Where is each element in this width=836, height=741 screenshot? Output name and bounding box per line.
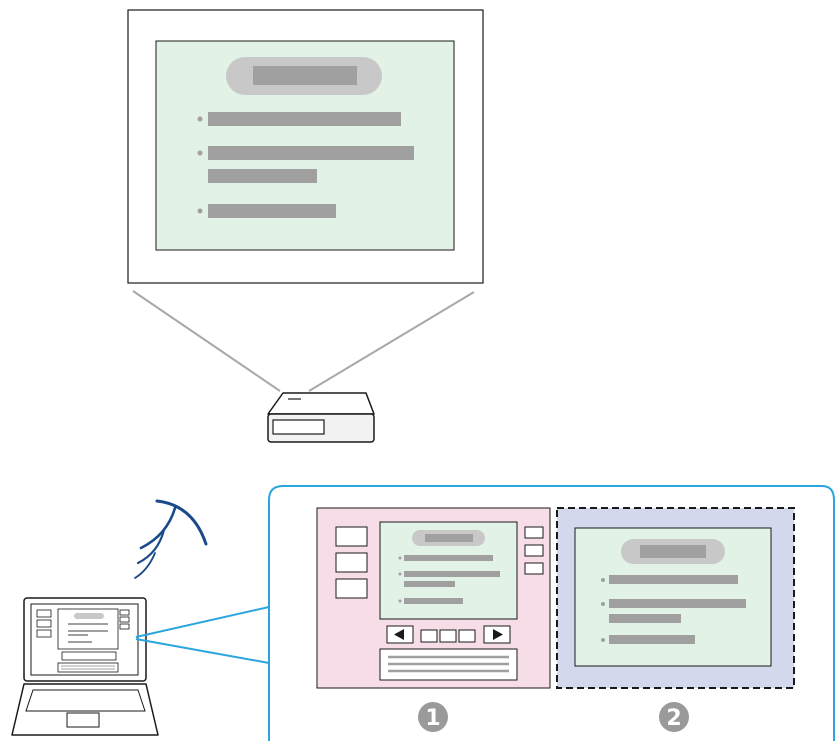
output-bullet-dot bbox=[601, 602, 605, 606]
wifi-wave-4 bbox=[155, 499, 208, 546]
upcoming-thumbnail bbox=[524, 526, 544, 539]
preview-bullet-dot bbox=[398, 556, 402, 560]
nav-page-box bbox=[420, 629, 438, 643]
laptop-mini-line bbox=[68, 634, 88, 636]
preview-bullet-bar bbox=[404, 571, 500, 577]
laptop-mini-title bbox=[74, 613, 104, 619]
projector-lens-window bbox=[272, 419, 325, 435]
nav-page-box bbox=[439, 629, 457, 643]
wifi-wave-3 bbox=[139, 506, 177, 550]
presenter-view-panel bbox=[316, 507, 551, 689]
thumbnail-slide bbox=[335, 526, 368, 547]
wifi-wave-1 bbox=[134, 552, 156, 579]
projection-beam-right bbox=[308, 291, 475, 392]
nav-page-box bbox=[458, 629, 476, 643]
triangle-right-icon bbox=[493, 629, 503, 640]
output-title-bar bbox=[640, 545, 706, 558]
projector-top bbox=[267, 392, 375, 415]
panel-1-badge: 1 bbox=[418, 702, 448, 732]
laptop-mini-line bbox=[68, 630, 108, 632]
preview-bullet-dot bbox=[398, 599, 402, 603]
panel-2-badge: 2 bbox=[659, 702, 689, 732]
upcoming-thumbnail bbox=[524, 544, 544, 557]
triangle-left-icon bbox=[394, 629, 404, 640]
laptop-mini-thumb bbox=[36, 629, 52, 638]
slide-bullet-dot bbox=[197, 208, 203, 214]
callout-line-top bbox=[135, 606, 270, 638]
slide-bullet-bar bbox=[208, 204, 336, 218]
laptop-mini-thumb bbox=[119, 616, 130, 623]
laptop-mini-thumb bbox=[36, 609, 52, 618]
projector-icon bbox=[267, 392, 375, 443]
projected-output-panel bbox=[556, 507, 795, 689]
panel-2-number: 2 bbox=[666, 706, 681, 731]
output-bullet-bar bbox=[609, 635, 695, 644]
slide-bullet-dot bbox=[197, 150, 203, 156]
output-bullet-dot bbox=[601, 578, 605, 582]
laptop-mini-line bbox=[68, 623, 108, 625]
projection-beam-left bbox=[132, 290, 281, 392]
laptop-touchpad bbox=[66, 712, 100, 728]
laptop-icon bbox=[11, 597, 159, 736]
output-bullet-dot bbox=[601, 638, 605, 642]
output-bullet-bar-continued bbox=[609, 614, 681, 623]
laptop-mini-thumb bbox=[119, 623, 130, 630]
slide-title-bar bbox=[253, 66, 357, 85]
output-bullet-bar bbox=[609, 599, 746, 608]
upcoming-thumbnail bbox=[524, 562, 544, 575]
thumbnail-slide bbox=[335, 552, 368, 573]
output-bullet-bar bbox=[609, 575, 738, 584]
thumbnail-slide bbox=[335, 578, 368, 599]
laptop-keyboard-area bbox=[25, 689, 146, 712]
laptop-mini-line bbox=[68, 641, 92, 643]
laptop-mini-thumb bbox=[36, 619, 52, 628]
projection-screen bbox=[127, 9, 484, 284]
slide-bullet-dot bbox=[197, 116, 203, 122]
preview-bullet-dot bbox=[398, 572, 402, 576]
preview-bullet-bar-continued bbox=[404, 581, 455, 587]
slide-bullet-bar bbox=[208, 112, 401, 126]
next-slide-button bbox=[483, 625, 511, 644]
panel-1-number: 1 bbox=[425, 706, 440, 731]
preview-title-bar bbox=[425, 534, 473, 542]
laptop-mini-thumb bbox=[119, 609, 130, 616]
preview-bullet-bar bbox=[404, 555, 493, 561]
laptop-mini-nav bbox=[61, 651, 117, 661]
slide-bullet-bar bbox=[208, 146, 414, 160]
preview-bullet-bar bbox=[404, 598, 463, 604]
wifi-signal-icon bbox=[134, 499, 208, 579]
prev-slide-button bbox=[386, 625, 414, 644]
slide-bullet-bar-continued bbox=[208, 169, 317, 183]
callout-line-bottom bbox=[135, 638, 270, 664]
wifi-wave-2 bbox=[136, 528, 166, 565]
laptop-mini-notes bbox=[57, 662, 119, 673]
